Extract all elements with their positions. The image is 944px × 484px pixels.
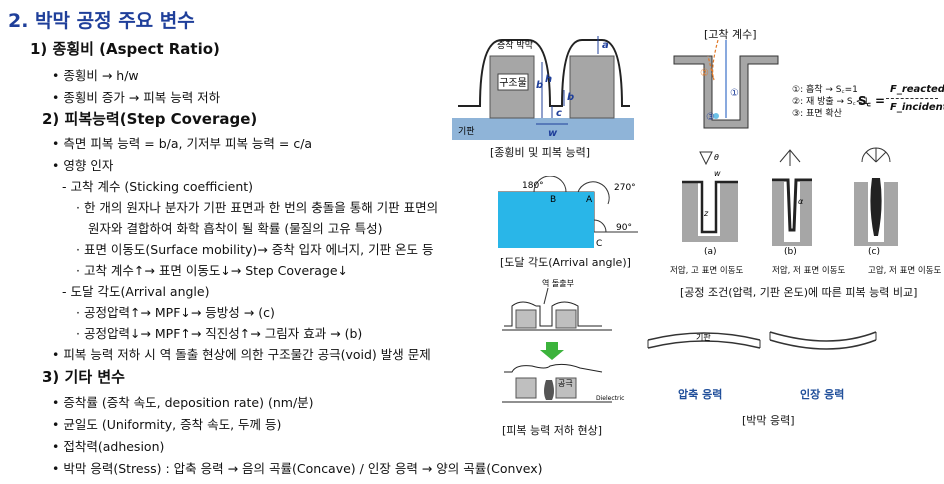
svg-text:A: A [586,195,593,205]
case-b: α (b) [772,149,812,257]
bullet-uniformity: • 균일도 (Uniformity, 증착 속도, 두께 등) [52,417,282,432]
svg-text:θ: θ [714,153,719,162]
svg-text:180°: 180° [522,181,544,191]
substrate-band [452,118,634,140]
svg-text:③: ③ [706,112,715,123]
svg-text:②: ② [700,68,709,79]
svg-text:공극: 공극 [558,379,573,388]
svg-text:기판: 기판 [458,126,475,137]
sticking-formula-num: F_reacted [890,84,944,95]
svg-text:a: a [602,40,609,51]
svg-text:w: w [714,169,721,178]
film-outline [458,39,630,107]
aspect-ratio-diagram: 구조물 증착 박막 기판 a b h b c w [452,36,634,140]
label-tensile-stress: 인장 응력 [800,388,845,401]
label-compressive-stress: 압축 응력 [678,388,723,401]
sub-sticking-def-2: 원자와 결합하여 화학 흡착이 될 확률 (물질의 고유 특성) [88,221,383,236]
svg-text:C: C [596,239,602,249]
sub-arrival-angle: - 도달 각도(Arrival angle) [62,284,210,299]
bullet-void-problem: • 피복 능력 저하 시 역 돌출 현상에 의한 구조물간 공극(void) 발… [52,347,431,362]
svg-text:c: c [556,108,562,119]
svg-text:α: α [798,197,804,206]
case-b-label: 저압, 저 표면 이동도 [772,266,846,276]
sub-sticking-def-1: · 한 개의 원자나 분자가 기판 표면과 한 번의 충돌을 통해 기판 표면의 [76,200,439,215]
svg-text:Dielectric: Dielectric [596,395,624,402]
svg-text:b: b [536,80,543,91]
svg-text:(a): (a) [704,247,717,257]
sticking-formula-lhs: S꜀ = [858,94,886,108]
page-title: 2. 박막 공정 주요 변수 [8,10,195,32]
bullet-coverage-formula: • 측면 피복 능력 = b/a, 기저부 피복 능력 = c/a [52,136,313,151]
coverage-comparison-diagram: θ w z (a) α (b) (c) [682,147,898,257]
caption-void-formation: [피복 능력 저하 현상] [502,424,603,437]
bullet-film-stress: • 박막 응력(Stress) : 압축 응력 → 음의 곡률(Concave)… [52,461,543,476]
svg-text:역 돌출부: 역 돌출부 [542,278,574,288]
svg-text:h: h [545,74,552,85]
sub-sticking-coefficient: - 고착 계수 (Sticking coefficient) [62,179,254,194]
sub-sticking-effect: · 고착 계수↑→ 표면 이동도↓→ Step Coverage↓ [76,263,349,278]
label-sticking: [고착 계수] [704,28,757,41]
bullet-factors: • 영향 인자 [52,158,114,173]
sub-pressure-low: · 공정압력↓→ MPF↑→ 직진성↑→ 그림자 효과 → (b) [76,326,363,341]
section-aspect-heading: 1) 종횡비 (Aspect Ratio) [30,40,220,58]
case-c-label: 고압, 저 표면 이동도 [868,266,942,276]
bullet-deposition-rate: • 증착률 (증착 속도, deposition rate) (nm/분) [52,395,314,410]
svg-text:①: ① [730,88,739,99]
svg-text:증착 박막: 증착 박막 [497,40,533,51]
caption-aspect-ratio: [종횡비 및 피복 능력] [490,146,591,159]
void-formation-diagram: 역 돌출부 공극 Dielectric [502,278,624,403]
sticking-legend: ①: 흡착 → S꜀=1 ②: 재 방출 → S꜀<1 ③: 표면 확산 [792,85,870,119]
sub-surface-mobility: · 표면 이동도(Surface mobility)→ 증착 입자 에너지, 기… [76,242,434,257]
film-stress-diagram: 기판 [647,331,877,350]
arrival-angle-diagram: 180° 270° 90° B A C [498,176,638,249]
svg-text:z: z [703,209,709,218]
structure-right [569,55,615,119]
svg-text:90°: 90° [616,223,632,233]
svg-text:(c): (c) [868,247,880,257]
svg-text:기판: 기판 [696,333,711,342]
caption-coverage-comparison: [공정 조건(압력, 기판 온도)에 따른 피복 능력 비교] [680,286,918,299]
section-step-coverage-heading: 2) 피복능력(Step Coverage) [42,110,258,128]
svg-text:구조물: 구조물 [499,77,527,89]
svg-text:w: w [548,128,558,139]
sticking-formula-den: F_incident [890,102,944,113]
bullet-adhesion: • 접착력(adhesion) [52,439,165,454]
bullet-aspect-increase: • 종횡비 증가 → 피복 능력 저하 [52,90,221,105]
svg-text:270°: 270° [614,183,636,193]
caption-film-stress: [박막 응력] [742,414,795,427]
case-a-label: 저압, 고 표면 이동도 [670,266,744,276]
svg-text:(b): (b) [784,247,797,257]
svg-text:b: b [567,92,574,103]
svg-text:B: B [550,195,556,205]
sticking-coefficient-diagram: ① ② ③ [673,40,779,129]
section-other-heading: 3) 기타 변수 [42,368,125,386]
caption-arrival-angle: [도달 각도(Arrival angle)] [500,256,631,269]
case-c: (c) [854,147,898,257]
case-a: θ w z (a) [682,151,738,257]
bullet-aspect-ratio: • 종횡비 → h/w [52,68,139,83]
sub-pressure-high: · 공정압력↑→ MPF↓→ 등방성 → (c) [76,305,275,320]
